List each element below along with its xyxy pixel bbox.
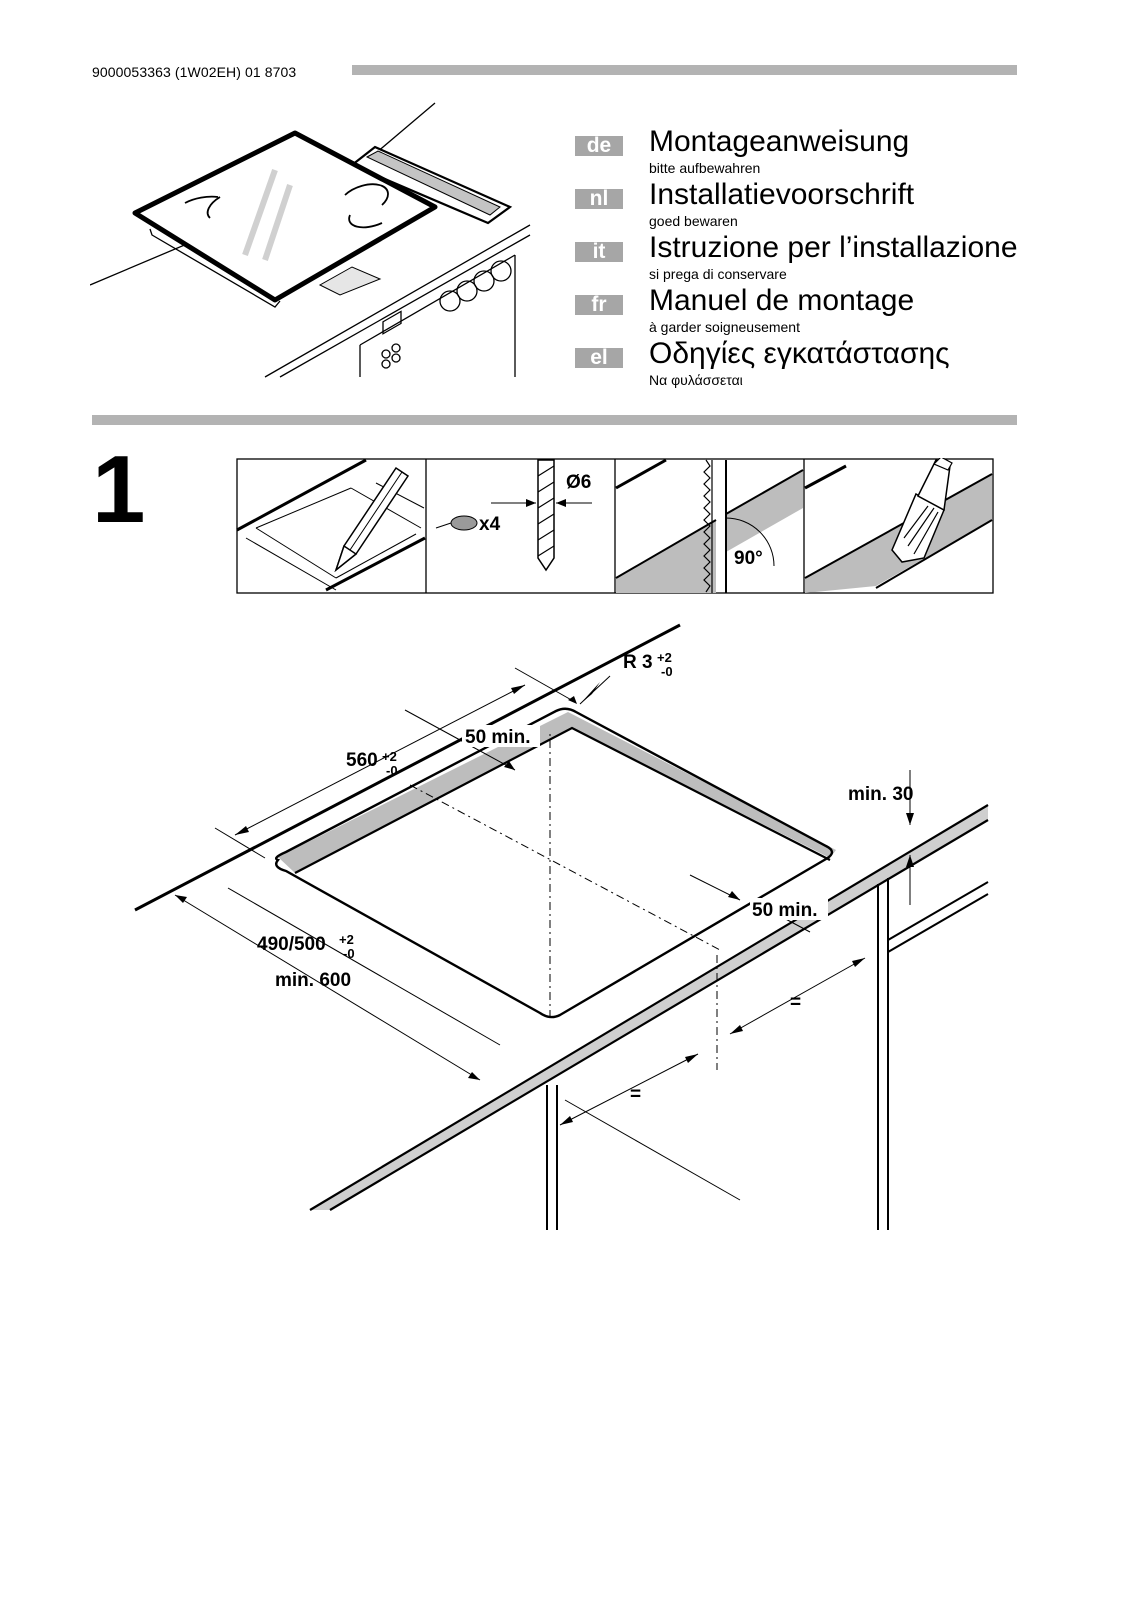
panel-marking (236, 458, 426, 592)
language-badge-fr: fr (575, 294, 623, 315)
width-label: 560 (346, 750, 378, 771)
min-depth-label: min. 600 (275, 970, 351, 991)
language-subtitle-fr: à garder soigneusement (649, 319, 800, 335)
document-number: 9000053363 (1W02EH) 01 8703 (92, 64, 297, 80)
section-divider-bar (92, 415, 1017, 425)
language-title-el: Οδηγίες εγκατάστασης (649, 337, 950, 370)
language-title-it: Istruzione per l’installazione (649, 231, 1018, 264)
panel-sawing: 90° (615, 458, 804, 593)
min-thickness-label: min. 30 (848, 784, 913, 805)
depth-tolerance-plus: +2 (339, 932, 354, 947)
language-entry-el: el Οδηγίες εγκατάστασης Να φυλάσσεται (575, 337, 1095, 395)
cutout-dimension-drawing: R 3 +2 -0 560 +2 -0 50 min. 50 min. min.… (134, 623, 989, 1230)
language-entry-nl: nl Installatievoorschrift goed bewaren (575, 178, 1095, 236)
step-number: 1 (92, 436, 146, 543)
language-subtitle-de: bitte aufbewahren (649, 160, 761, 176)
radius-tolerance-minus: -0 (661, 664, 673, 679)
language-entry-de: de Montageanweisung bitte aufbewahren (575, 125, 1095, 183)
radius-tolerance-plus: +2 (657, 650, 672, 665)
width-tolerance-minus: -0 (386, 763, 398, 778)
language-badge-de: de (575, 135, 623, 156)
language-subtitle-it: si prega di conservare (649, 266, 787, 282)
language-entry-fr: fr Manuel de montage à garder soigneusem… (575, 284, 1095, 342)
equal-left-label: = (630, 1084, 641, 1105)
drill-diameter-label: Ø6 (566, 472, 591, 493)
panel-sealing (804, 458, 993, 593)
angle-label: 90° (734, 548, 763, 569)
hole-count-label: x4 (479, 514, 501, 535)
language-title-fr: Manuel de montage (649, 284, 915, 317)
depth-tolerance-minus: -0 (343, 946, 355, 961)
language-title-nl: Installatievoorschrift (649, 178, 915, 211)
equal-right-label: = (790, 992, 801, 1013)
language-badge-el: el (575, 347, 623, 368)
radius-label: R 3 (623, 652, 653, 673)
cooktop-installation-illustration (90, 102, 531, 378)
panel-drilling: x4 Ø6 (435, 459, 592, 572)
front-margin-label: 50 min. (752, 900, 817, 921)
language-badge-it: it (575, 241, 623, 262)
language-subtitle-el: Να φυλάσσεται (649, 372, 743, 388)
header-bar (352, 65, 1017, 75)
step-tool-panels: x4 Ø6 90° (236, 458, 994, 594)
language-title-de: Montageanweisung (649, 125, 910, 158)
language-entry-it: it Istruzione per l’installazione si pre… (575, 231, 1095, 289)
width-tolerance-plus: +2 (382, 749, 397, 764)
language-subtitle-nl: goed bewaren (649, 213, 738, 229)
depth-label: 490/500 (257, 934, 326, 955)
language-titles: de Montageanweisung bitte aufbewahren nl… (575, 125, 1095, 395)
language-badge-nl: nl (575, 188, 623, 209)
back-margin-label: 50 min. (465, 727, 530, 748)
